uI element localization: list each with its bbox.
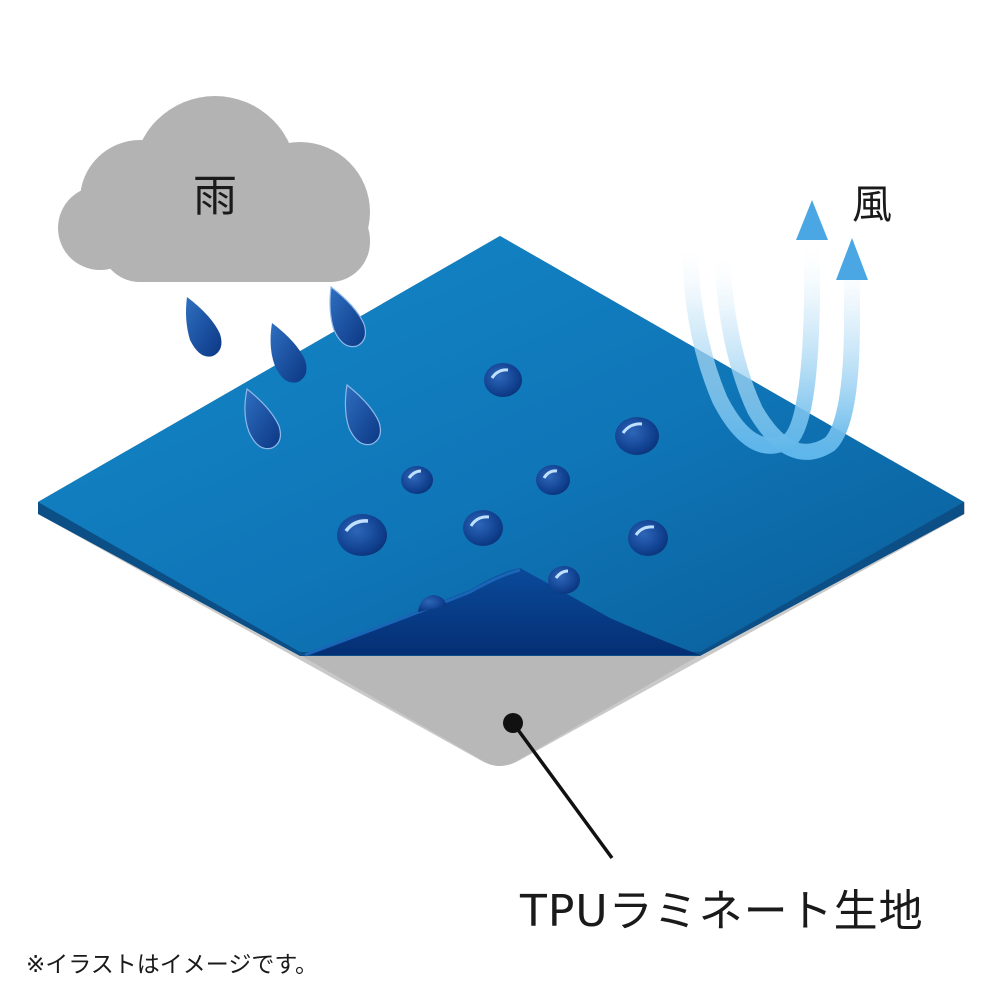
- water-beads: [337, 363, 668, 612]
- raindrop-icon: [186, 297, 222, 357]
- water-bead-icon: [615, 417, 659, 455]
- water-bead-icon: [401, 466, 433, 494]
- rain-drops: [186, 285, 382, 450]
- raindrop-icon: [244, 387, 282, 450]
- fabric-label: TPUラミネート生地: [520, 886, 924, 937]
- raindrop-icon: [329, 285, 367, 348]
- fabric-top-layer: [38, 236, 964, 656]
- water-bead-icon: [463, 510, 503, 546]
- rain-label: 雨: [193, 171, 237, 222]
- water-bead-icon: [418, 595, 446, 612]
- water-bead-icon: [548, 566, 580, 594]
- raindrop-icon: [270, 323, 307, 383]
- wind-arrow-icon: [682, 200, 828, 454]
- raindrop-icon: [344, 383, 382, 446]
- wind-arrows: [682, 200, 868, 460]
- disclaimer-note: ※イラストはイメージです。: [26, 952, 319, 978]
- fabric-pointer: [503, 713, 614, 860]
- wind-label: 風: [852, 182, 892, 228]
- water-bead-icon: [484, 363, 522, 397]
- wind-arrow-icon: [714, 238, 868, 460]
- water-bead-icon: [337, 514, 387, 556]
- peeled-corner: [304, 568, 700, 657]
- water-bead-icon: [628, 520, 668, 556]
- water-bead-icon: [536, 465, 570, 495]
- cloud-icon: [58, 96, 370, 282]
